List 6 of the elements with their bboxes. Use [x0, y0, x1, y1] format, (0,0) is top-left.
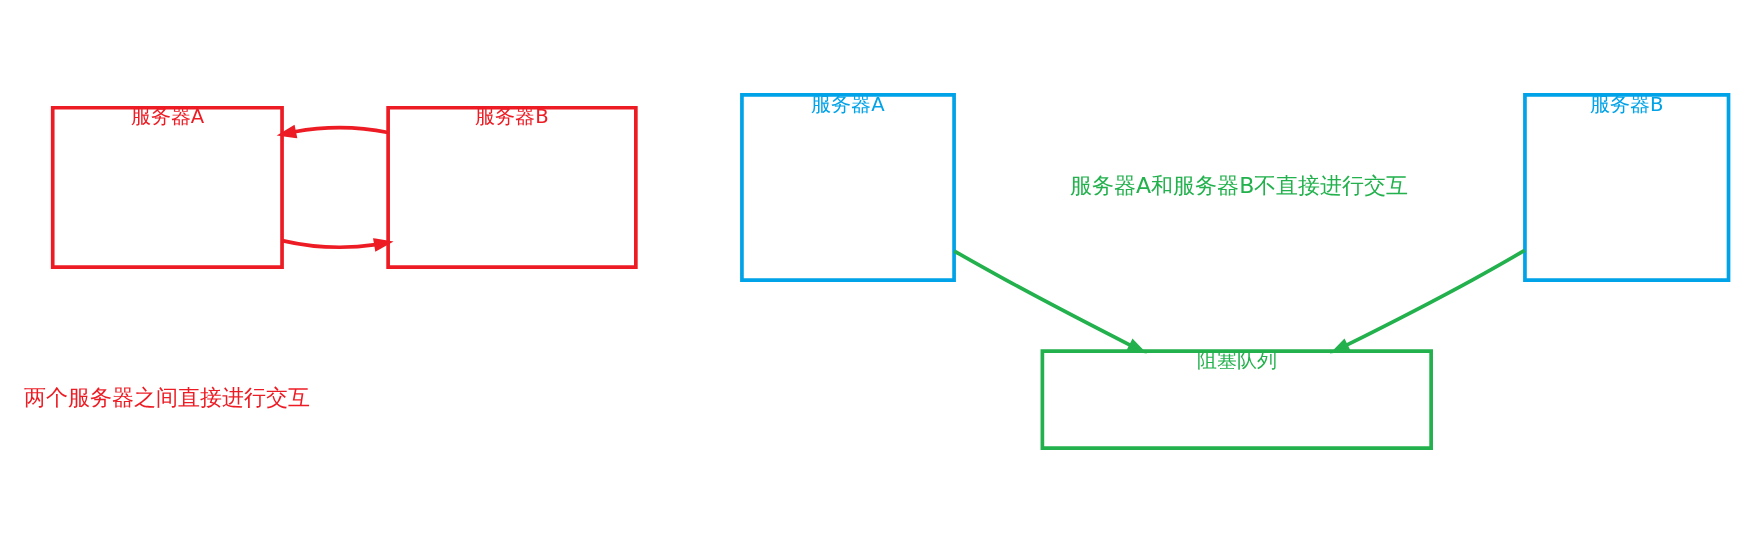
- arrow: [953, 249, 1147, 354]
- label: 服务器A和服务器B不直接进行交互: [1070, 172, 1409, 198]
- arrow: [1329, 248, 1526, 354]
- arrow: [281, 238, 394, 252]
- arrow: [276, 124, 389, 139]
- label: 两个服务器之间直接进行交互: [24, 385, 311, 411]
